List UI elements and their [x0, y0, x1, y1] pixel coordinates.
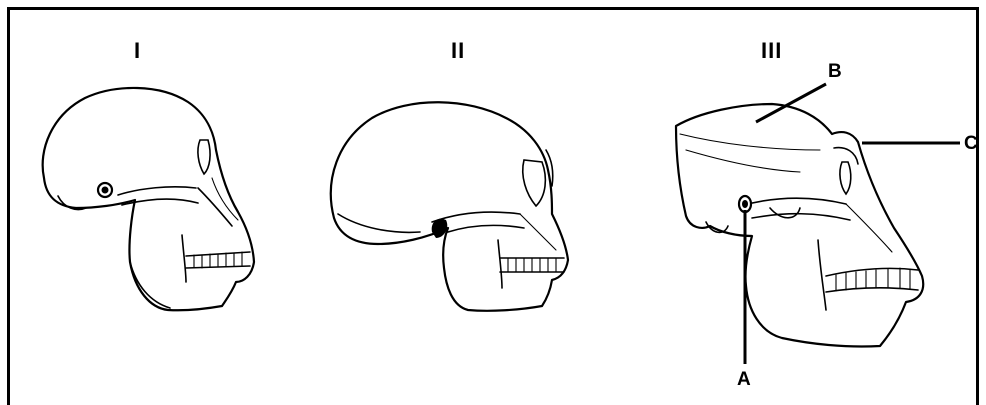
skull-3 [676, 84, 960, 364]
skull-3-numeral: III [761, 40, 782, 62]
skull-1-numeral: I [134, 40, 141, 62]
label-a: A [737, 370, 751, 389]
skull-1 [43, 88, 254, 310]
skull-2-cranium [331, 102, 568, 311]
skull-3-cranium [676, 104, 923, 347]
label-c: C [964, 134, 978, 153]
label-b: B [828, 62, 842, 81]
skull-2-numeral: II [451, 40, 465, 62]
skull-1-cranium [43, 88, 254, 310]
skull-2 [331, 102, 568, 311]
